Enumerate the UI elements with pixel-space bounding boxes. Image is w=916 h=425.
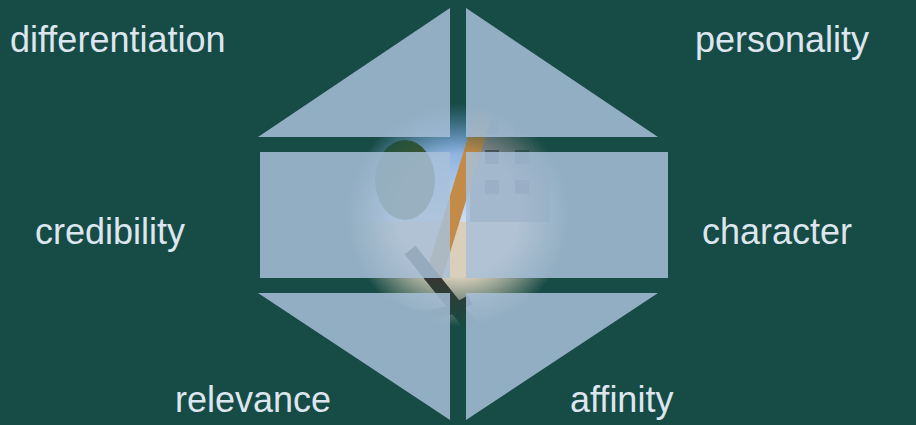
top-right-panel (466, 8, 658, 137)
middle-left-panel (260, 152, 450, 278)
hexagon-panels (258, 8, 668, 420)
label-text: affinity (570, 382, 673, 418)
label-text: credibility (35, 214, 185, 250)
label-text: relevance (175, 382, 331, 418)
label-text: character (702, 214, 852, 250)
label-text: differentiation (10, 22, 226, 58)
label-text: personality (695, 22, 869, 58)
middle-right-panel (466, 152, 668, 278)
top-left-panel (258, 8, 450, 137)
